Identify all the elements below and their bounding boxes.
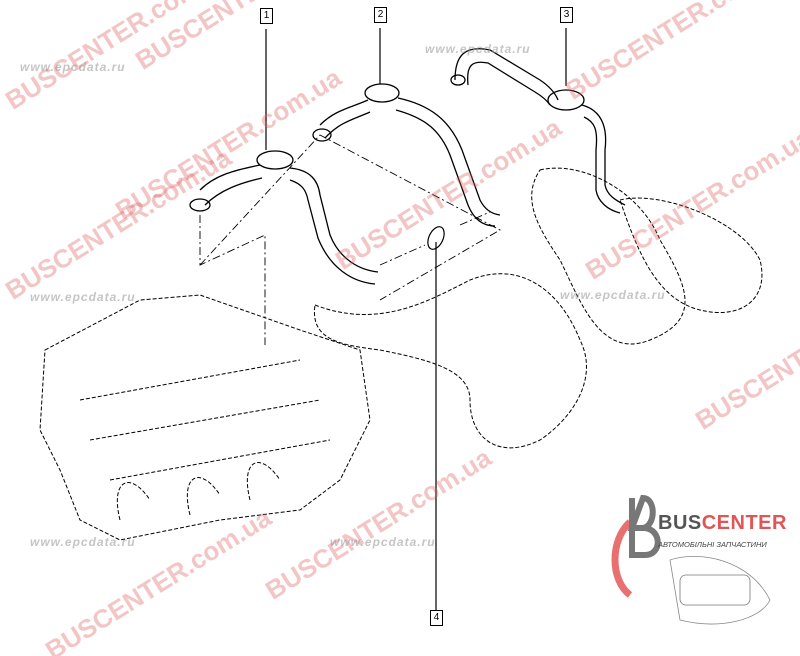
logo-mark [611,494,771,625]
logo-brand-center: CENTER [701,512,787,534]
logo-brand-bus: BUS [658,512,702,534]
logo-tagline: АВТОМОБІЛЬНІ ЗАПЧАСТИНИ [658,540,767,549]
watermark-epc: www.epcdata.ru [560,288,666,302]
hose-2 [312,83,501,227]
callout-3[interactable]: 3 [560,7,573,23]
watermark-epc: www.epcdata.ru [330,535,436,549]
watermark-epc: www.epcdata.ru [30,290,136,304]
hose-1 [189,150,379,285]
hose-3 [450,48,626,214]
buscenter-logo: BUSCENTER АВТОМОБІЛЬНІ ЗАПЧАСТИНИ [610,470,800,656]
watermark-epc: www.epcdata.ru [20,60,126,74]
watermark-epc: www.epcdata.ru [425,42,531,56]
intake-manifold [39,294,371,541]
watermark-epc: www.epcdata.ru [30,535,136,549]
callout-1[interactable]: 1 [260,8,273,24]
callout-2[interactable]: 2 [374,7,387,23]
assembly-line [199,134,501,301]
assembly-line [199,215,266,345]
air-duct [313,167,763,449]
logo-brand: BUSCENTER [658,512,787,535]
assembly-line [459,211,491,226]
callout-4[interactable]: 4 [430,610,443,626]
clip-4 [427,226,445,250]
